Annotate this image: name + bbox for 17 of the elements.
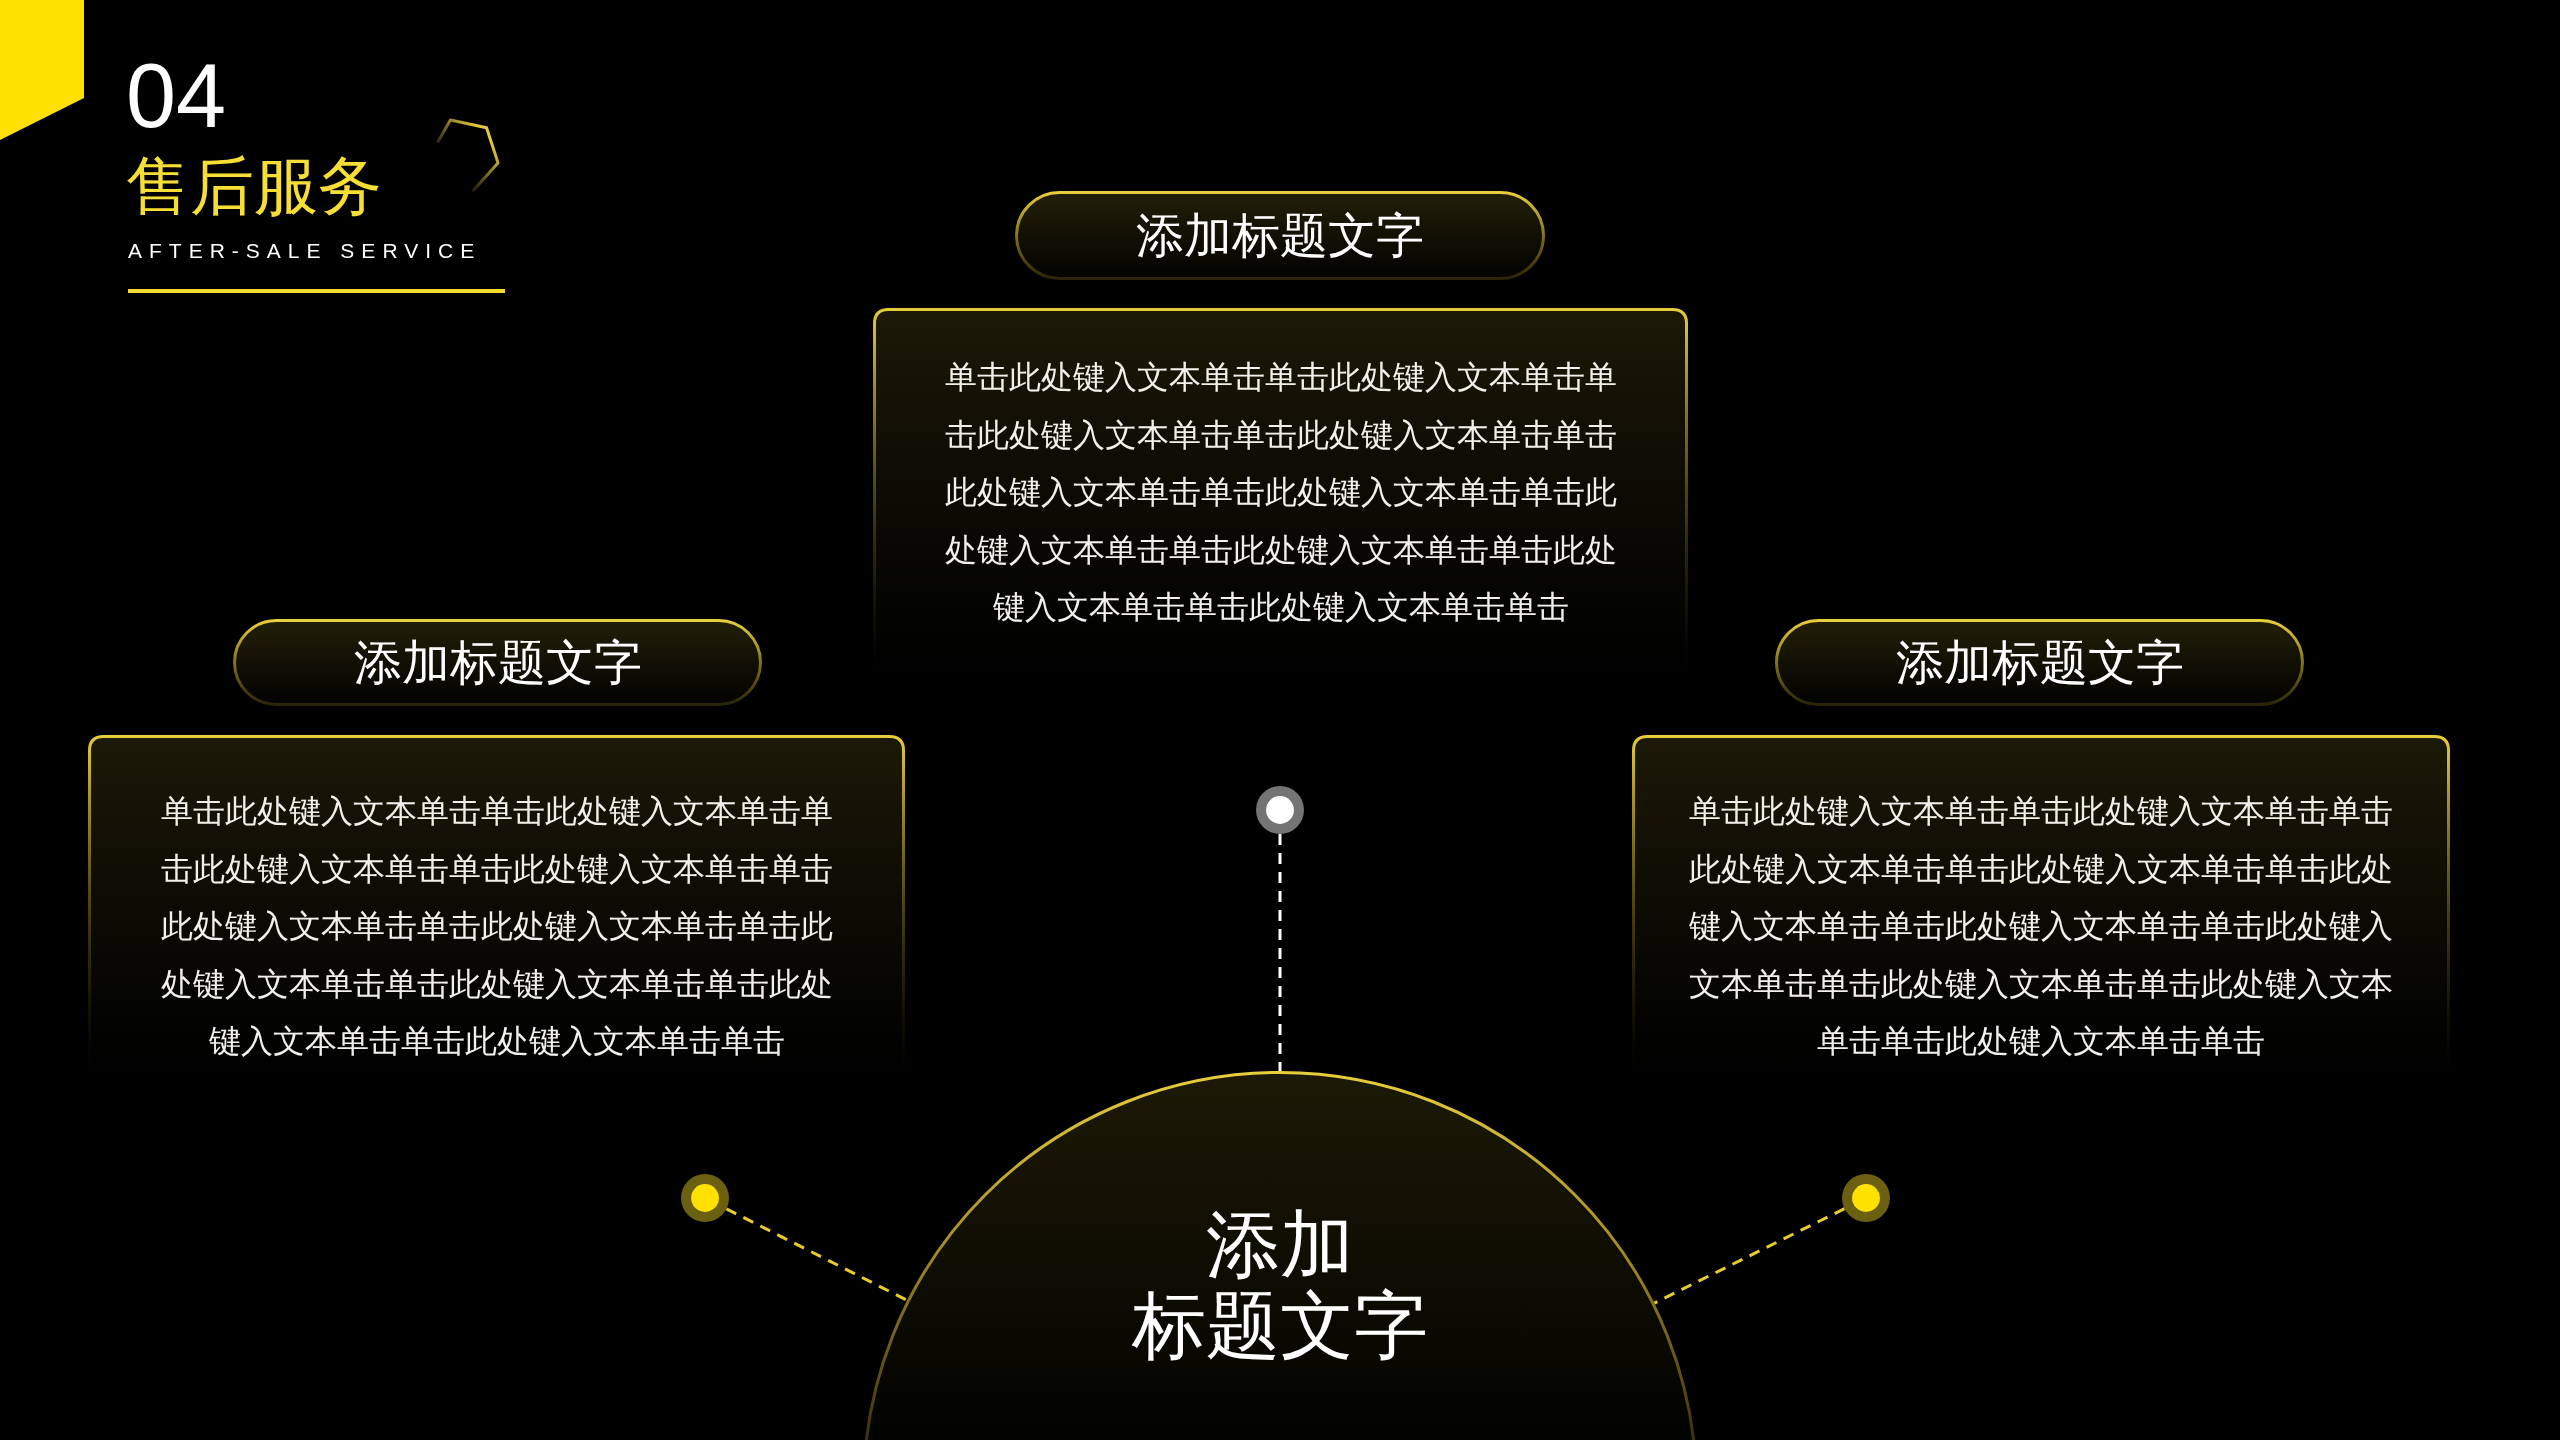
dashed-connector (725, 1207, 908, 1302)
dot-icon (1256, 786, 1304, 834)
pill-title: 添加标题文字 (1136, 206, 1424, 265)
card-body-text: 单击此处键入文本单击单击此处键入文本单击单击此处键入文本单击单击此处键入文本单击单击此处键入文本单击单击此处键入文本单击单击此处键入文本单击单击此处键入文本单击单击此处键入文本单击单击此处键入文本单击单击 (159, 791, 834, 1063)
dot-icon (681, 1174, 729, 1222)
pill-title: 添加标题文字 (353, 633, 642, 692)
card-body-text: 单击此处键入文本单击单击此处键入文本单击单击此处键入文本单击单击此处键入文本单击单击此处键入文本单击单击此处键入文本单击单击此处键入文本单击单击此处键入文本单击单击此处键入文本单击单击此处键入文本单击单击 (1688, 791, 2394, 1063)
dot-icon (1842, 1174, 1890, 1222)
card-body-text: 单击此处键入文本单击单击此处键入文本单击单击此处键入文本单击单击此处键入文本单击单击此处键入文本单击单击此处键入文本单击单击此处键入文本单击单击此处键入文本单击单击此处键入文本单击单击此处键入文本单击单击 (943, 357, 1618, 629)
pill-title: 添加标题文字 (1895, 633, 2184, 692)
dashed-connector (1653, 1207, 1846, 1305)
dashed-connector (1278, 834, 1282, 1071)
section-title: 售后服务 (126, 154, 382, 218)
hub-title: 添加标题文字 (1132, 1204, 1428, 1366)
section-number: 04 (126, 51, 227, 141)
semicircle-hub (862, 1071, 1698, 1440)
section-subtitle: AFTER-SALE SERVICE (128, 240, 482, 261)
